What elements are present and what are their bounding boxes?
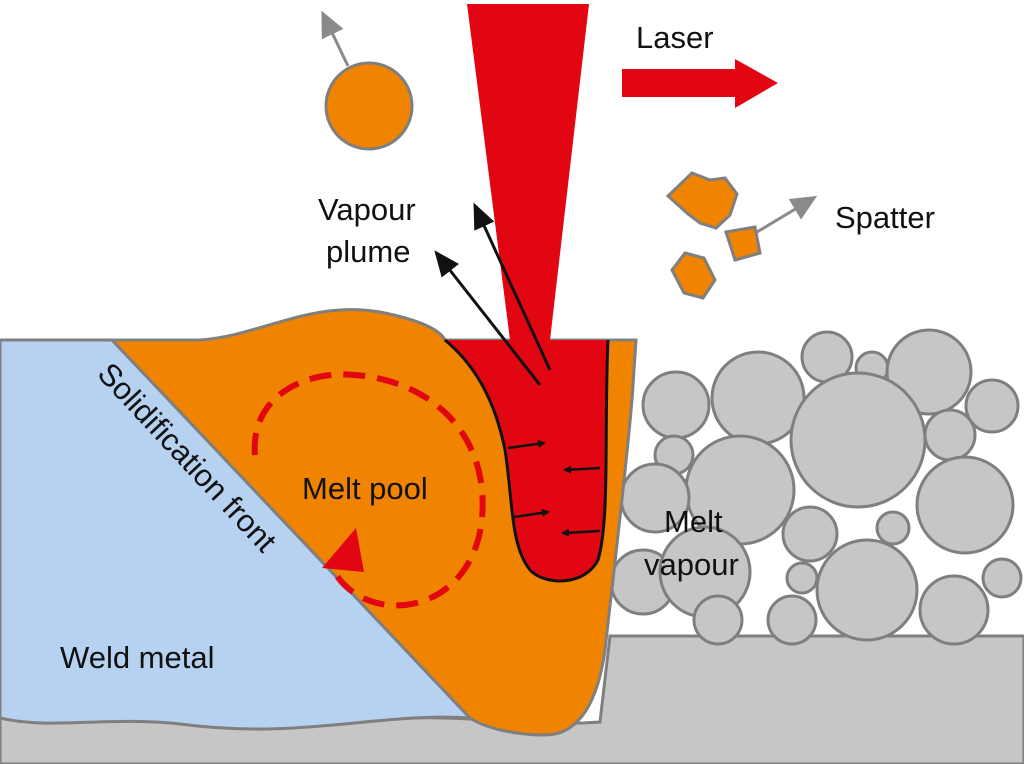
- label-laser: Laser: [636, 20, 714, 55]
- label-weld-metal: Weld metal: [60, 640, 215, 675]
- spatter-particles: [324, 61, 762, 300]
- recoil-pressure-arrows: [507, 439, 601, 537]
- powder-particles: [609, 328, 1023, 646]
- weld-metal-region: [0, 338, 474, 731]
- spatter-fragment-2: [724, 225, 762, 262]
- vapour-plume-arrows: [434, 202, 552, 386]
- label-spatter: Spatter: [835, 200, 935, 235]
- laser-beam: [467, 4, 589, 340]
- label-vapour-plume-line2: plume: [326, 234, 410, 269]
- melt-flow-arrowhead: [322, 528, 364, 572]
- label-vapour-plume-line1: Vapour: [318, 192, 416, 227]
- spatter-fragment-1: [665, 171, 739, 230]
- melt-flow-dashed-circle: [251, 371, 486, 609]
- label-melt-pool: Melt pool: [302, 471, 428, 506]
- keyhole: [445, 340, 608, 581]
- label-melt-vapour-line1: Melt: [664, 504, 723, 539]
- laser-direction-arrow: [622, 59, 778, 108]
- spatter-fragment-3: [670, 251, 717, 300]
- spatter-droplet: [324, 61, 414, 151]
- keyhole-outline: [444, 338, 610, 583]
- label-melt-vapour-line2: vapour: [644, 547, 739, 582]
- spatter-arrows: [321, 10, 818, 234]
